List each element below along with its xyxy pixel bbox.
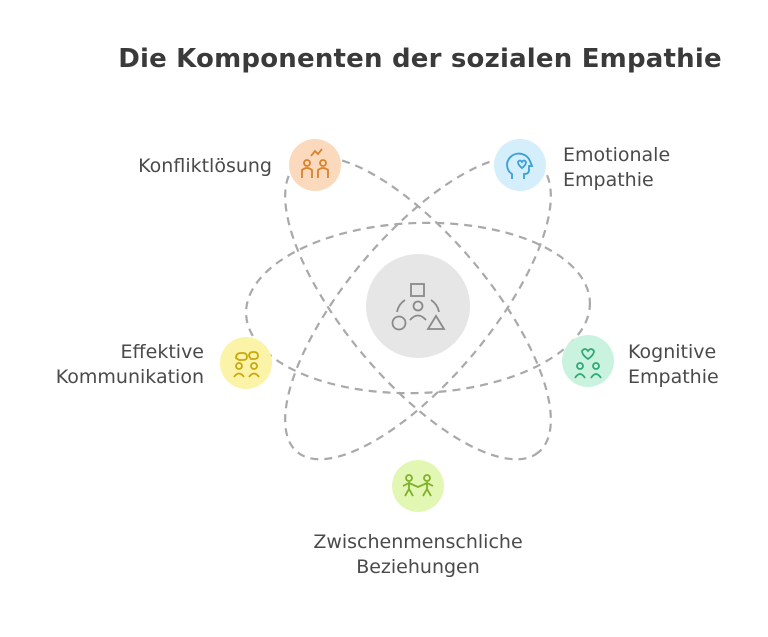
label-line: Konfliktlösung — [138, 155, 272, 177]
label-line: Kommunikation — [55, 366, 204, 388]
label-line: Beziehungen — [356, 556, 480, 578]
orbit-ellipse-horizontal — [244, 221, 592, 395]
node-circle — [562, 335, 614, 387]
conversation-people-icon — [233, 351, 260, 378]
node-emotionale-empathie — [494, 139, 546, 191]
head-heart-icon — [506, 152, 534, 179]
label-zwischenmenschliche-beziehungen: Zwischenmenschliche Beziehungen — [268, 530, 568, 580]
node-effektive-kommunikation — [220, 337, 272, 389]
center-circle — [366, 254, 470, 358]
label-effektive-kommunikation: Effektive Kommunikation — [20, 340, 204, 390]
label-kognitive-empathie: Kognitive Empathie — [628, 340, 764, 390]
people-conflict-icon — [301, 148, 329, 178]
node-circle — [289, 139, 341, 191]
shapes-person-icon — [391, 283, 446, 331]
two-people-heart-icon — [574, 348, 602, 379]
node-konfliktloesung — [289, 139, 341, 191]
label-line: Effektive — [120, 341, 204, 363]
label-line: Empathie — [563, 169, 654, 191]
label-line: Zwischenmenschliche — [313, 531, 523, 553]
label-emotionale-empathie: Emotionale Empathie — [563, 143, 763, 193]
node-kognitive-empathie — [562, 335, 614, 387]
center-hub — [366, 254, 470, 358]
label-konfliktloesung: Konfliktlösung — [60, 154, 272, 179]
label-line: Emotionale — [563, 144, 671, 166]
orbit-ellipse-diagonal-a — [284, 155, 552, 461]
label-line: Empathie — [628, 366, 719, 388]
node-circle — [220, 337, 272, 389]
label-line: Kognitive — [628, 341, 717, 363]
page-title: Die Komponenten der sozialen Empathie — [118, 44, 722, 74]
node-zwischenmenschliche-beziehungen — [392, 460, 444, 512]
node-circle — [392, 460, 444, 512]
people-holding-hands-icon — [402, 474, 434, 497]
